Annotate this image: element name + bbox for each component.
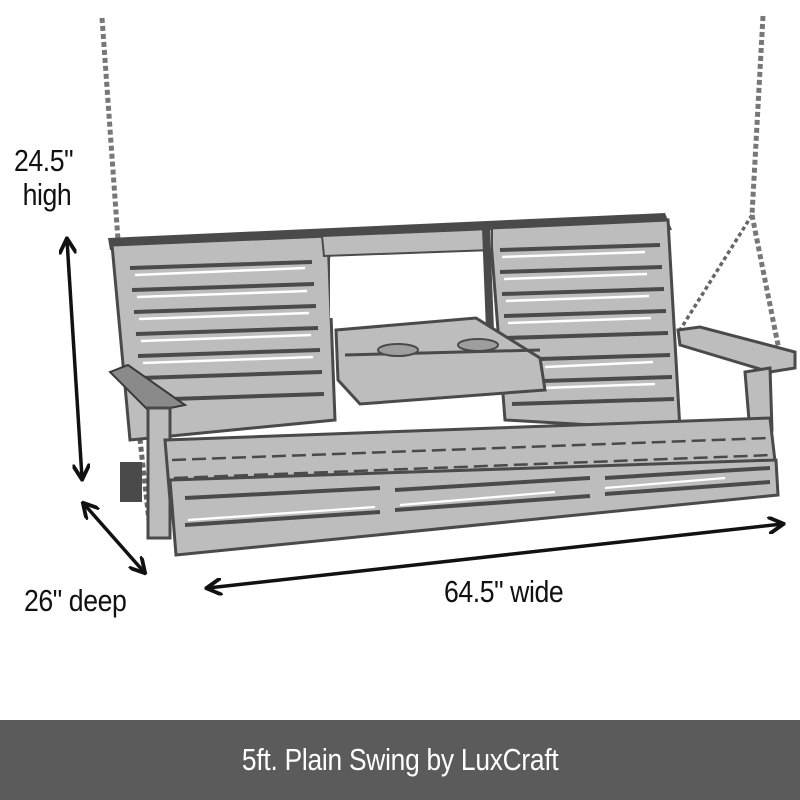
height-dimension-label: 24.5" high	[14, 143, 74, 212]
width-arrow	[208, 524, 782, 588]
swing-illustration	[0, 15, 797, 720]
footer-banner: 5ft. Plain Swing by LuxCraft	[0, 720, 800, 800]
height-unit-label: high	[22, 177, 72, 212]
product-image: 24.5" high 26" deep 64.5" wide	[0, 15, 797, 720]
depth-arrow	[84, 504, 144, 572]
depth-dimension-label: 26" deep	[24, 583, 127, 618]
height-value: 24.5"	[14, 143, 74, 178]
product-title: 5ft. Plain Swing by LuxCraft	[241, 742, 559, 777]
width-dimension-label: 64.5" wide	[444, 574, 564, 609]
height-arrow	[67, 240, 82, 478]
